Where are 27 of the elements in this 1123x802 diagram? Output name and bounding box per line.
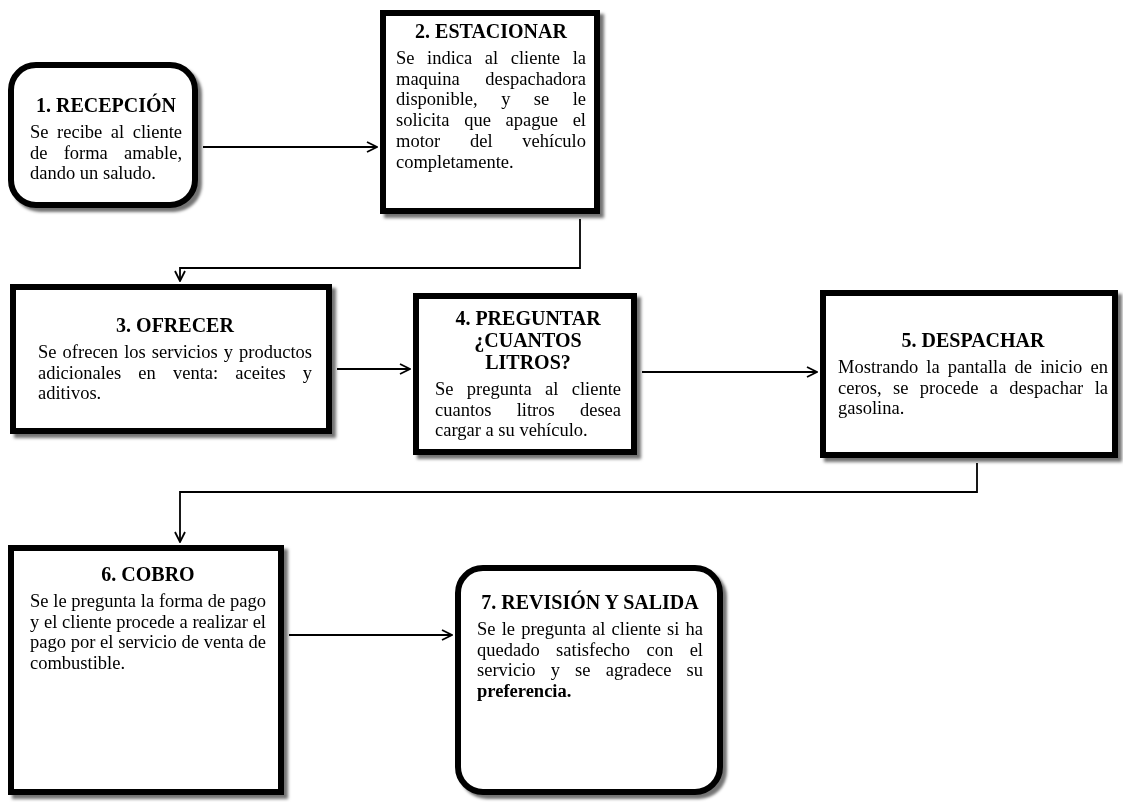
arrow: [174, 218, 581, 282]
arrow: [174, 462, 978, 543]
arrow: [641, 366, 818, 378]
step-description: Se pregunta al cliente cuantos litros desea cargar a su vehículo.: [435, 378, 621, 442]
step-heading: 3. OFRECER: [115, 313, 235, 336]
step-description: Se le pregunta al cliente si ha quedado satisfecho con el servicio y se agradece su preferencia.: [477, 619, 703, 702]
arrow: [336, 363, 411, 375]
process-box: [8, 545, 284, 795]
step-description: Se ofrecen los servicios y productos adicionales en venta: aceites y aditivos.: [38, 341, 312, 405]
step-heading: 4. PREGUNTAR ¿CUANTOS LITROS?: [454, 306, 602, 373]
step-description: Mostrando la pantalla de inicio en ceros, se procede a despachar la gasolina.: [838, 356, 1108, 420]
step-heading: 6. COBRO: [100, 563, 196, 585]
arrow: [288, 629, 453, 641]
rounded-process-box: [8, 62, 198, 208]
step-description: Se indica al cliente la maquina despachadora disponible, y se le solicita que apague el motor del vehículo completamente.: [396, 48, 586, 173]
step-heading: 5. DESPACHAR: [900, 328, 1046, 351]
process-box: [10, 284, 332, 434]
step-description: Se le pregunta la forma de pago y el cliente procede a realizar el pago por el servicio de venta de combustible.: [30, 591, 266, 674]
rounded-process-box: [455, 565, 723, 795]
process-box: [380, 10, 600, 214]
process-box: [413, 293, 637, 455]
process-box: [820, 290, 1118, 458]
arrow: [202, 141, 378, 153]
step-heading: 2. ESTACIONAR: [414, 20, 568, 42]
step-heading: 1. RECEPCIÓN: [35, 93, 177, 116]
step-description: Se recibe al cliente de forma amable, dando un saludo.: [30, 121, 182, 185]
step-heading: 7. REVISIÓN Y SALIDA: [480, 591, 700, 613]
